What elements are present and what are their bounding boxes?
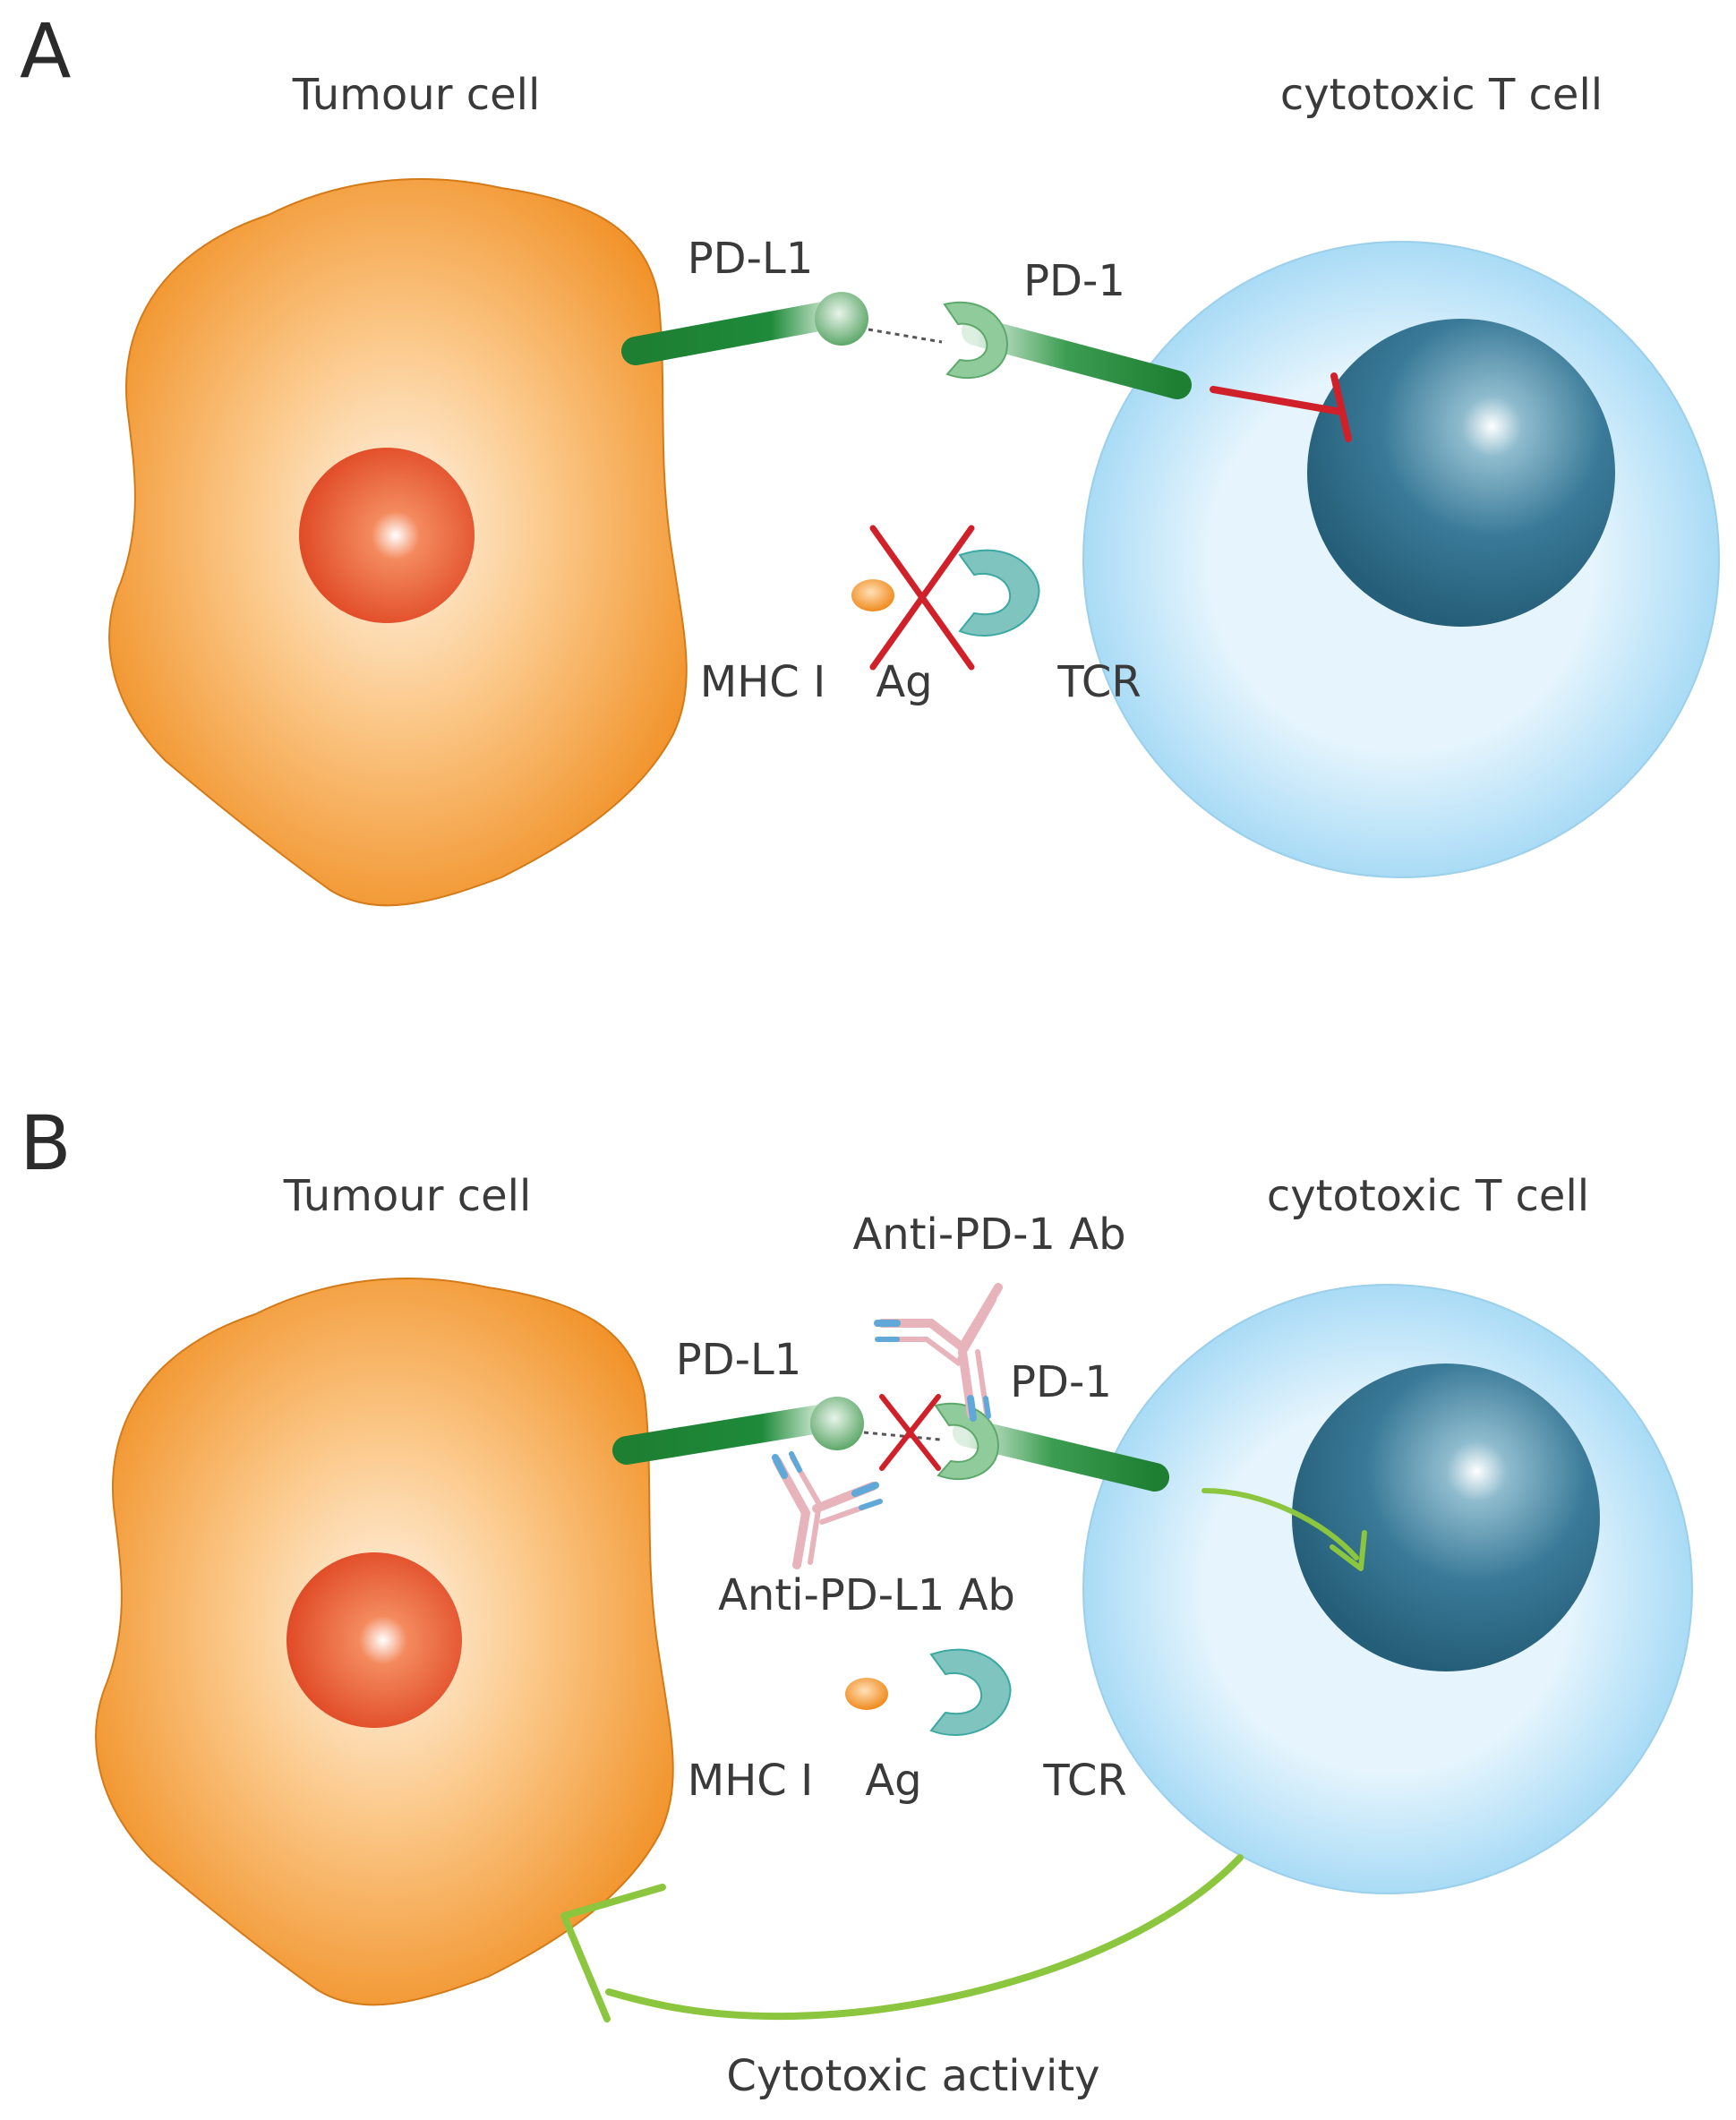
ag-label-a: Ag bbox=[876, 657, 932, 707]
antigen-a bbox=[851, 579, 894, 611]
mhc-i-a bbox=[625, 568, 868, 630]
tcr-label-b: TCR bbox=[1042, 1756, 1126, 1806]
t-cell-nucleus-b bbox=[1292, 1363, 1600, 1671]
pd1-cup-a bbox=[943, 301, 1009, 380]
tcr-a bbox=[958, 549, 1208, 637]
t-cell-nucleus-a bbox=[1307, 319, 1615, 627]
tumour-cell-label-a: Tumour cell bbox=[292, 70, 541, 120]
pdl1-label-b: PD-L1 bbox=[676, 1335, 802, 1385]
cytotoxic-activity-arrow bbox=[560, 1854, 1244, 2022]
tcr-label-a: TCR bbox=[1056, 657, 1141, 707]
pdl1-pd1-bond-b bbox=[863, 1431, 941, 1441]
tumour-nucleus-b bbox=[286, 1552, 462, 1728]
mhc-label-b: MHC I bbox=[688, 1756, 813, 1806]
blocked-recognition-x-a bbox=[869, 525, 975, 671]
inhibition-signal-a bbox=[1210, 372, 1352, 442]
anti-pdl1-antibody bbox=[772, 1451, 883, 1569]
t-cell-label-a: cytotoxic T cell bbox=[1280, 70, 1603, 120]
panel-b: B Tumour cell cytotoxic T cell Anti-PD-1… bbox=[20, 1099, 1693, 2101]
mhc-label-a: MHC I bbox=[700, 657, 825, 707]
pdl1-pd1-bond-a bbox=[868, 328, 943, 344]
pdl1-knob-b bbox=[810, 1397, 864, 1450]
panel-letter-b: B bbox=[20, 1099, 72, 1187]
blocked-checkpoint-x-b bbox=[879, 1394, 941, 1471]
pdl1-stalk-b bbox=[612, 1405, 834, 1465]
pd1-label-b: PD-1 bbox=[1010, 1357, 1112, 1407]
panel-a: A Tumour cell cytotoxic T cell PD-L1 PD-… bbox=[20, 7, 1720, 907]
pdl1-knob-a bbox=[815, 292, 868, 346]
tcr-b bbox=[929, 1648, 1194, 1736]
tumour-cell-label-b: Tumour cell bbox=[283, 1171, 532, 1221]
pd1-cup-b bbox=[934, 1402, 1000, 1481]
anti-pd1-antibody bbox=[874, 1283, 1003, 1422]
anti-pdl1-label: Anti-PD-L1 Ab bbox=[718, 1570, 1015, 1620]
cytotoxic-activity-label: Cytotoxic activity bbox=[726, 2051, 1099, 2101]
anti-pd1-label: Anti-PD-1 Ab bbox=[852, 1210, 1125, 1260]
pdl1-stalk-a bbox=[621, 301, 842, 365]
panel-letter-a: A bbox=[20, 7, 71, 95]
ag-label-b: Ag bbox=[865, 1756, 921, 1806]
tumour-nucleus-a bbox=[299, 448, 475, 623]
pd1-stalk-a bbox=[962, 317, 1192, 399]
activation-arrow bbox=[1202, 1488, 1367, 1571]
pdl1-label-a: PD-L1 bbox=[688, 234, 814, 284]
antigen-b bbox=[845, 1678, 888, 1710]
mhc-i-b bbox=[614, 1666, 859, 1729]
pd1-label-a: PD-1 bbox=[1023, 256, 1125, 306]
t-cell-label-b: cytotoxic T cell bbox=[1267, 1171, 1589, 1221]
